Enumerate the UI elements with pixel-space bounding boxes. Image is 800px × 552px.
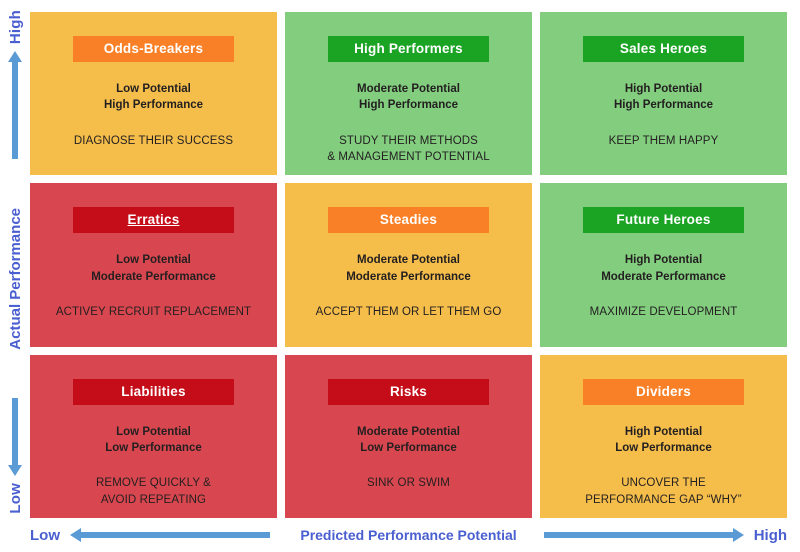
cell-potential: High Potential bbox=[624, 254, 703, 267]
cell-potential: Low Potential bbox=[116, 425, 191, 438]
cell-action: REMOVE QUICKLY & AVOID REPEATING bbox=[96, 475, 211, 508]
y-axis-high-label: High bbox=[6, 10, 24, 45]
y-axis-title-group: Actual Performance bbox=[7, 208, 24, 350]
cell-performance: Low Performance bbox=[615, 441, 712, 454]
arrow-up-icon bbox=[8, 51, 22, 160]
y-axis-low-label: Low bbox=[6, 483, 24, 514]
y-axis-title: Actual Performance bbox=[6, 207, 24, 350]
x-axis-low-group: Low bbox=[30, 527, 286, 544]
cell-potential: Moderate Potential bbox=[357, 425, 460, 438]
cell-performance: High Performance bbox=[358, 99, 459, 112]
cell-action-line: SINK OR SWIM bbox=[367, 477, 450, 490]
cell-title-chip: Dividers bbox=[583, 378, 744, 405]
x-axis-high-group: High bbox=[531, 527, 787, 544]
cell-action: SINK OR SWIM bbox=[367, 475, 450, 491]
cell-performance: Low Performance bbox=[105, 441, 202, 454]
x-axis: Low Predicted Performance Potential High bbox=[30, 518, 787, 552]
cell-title-chip: Steadies bbox=[328, 207, 489, 234]
cell-potential: Moderate Potential bbox=[357, 83, 460, 95]
cell-performance: Moderate Performance bbox=[346, 270, 471, 283]
cell-action-line: ACCEPT THEM OR LET THEM GO bbox=[315, 305, 502, 318]
arrow-down-icon bbox=[8, 398, 22, 477]
cell-title-chip: Odds-Breakers bbox=[73, 36, 234, 62]
arrow-left-icon bbox=[70, 528, 270, 542]
y-axis-high-group: High bbox=[7, 0, 24, 166]
x-axis-title: Predicted Performance Potential bbox=[300, 527, 517, 543]
cell-title-chip: Liabilities bbox=[73, 378, 234, 405]
cell-action-line: MAXIMIZE DEVELOPMENT bbox=[589, 305, 738, 318]
cell-action-line: REMOVE QUICKLY & bbox=[96, 477, 211, 490]
cell-title-chip: Risks bbox=[328, 378, 489, 405]
cell-action: ACCEPT THEM OR LET THEM GO bbox=[316, 304, 502, 320]
cell-potential: Low Potential bbox=[116, 254, 191, 267]
cell-potential: Moderate Potential bbox=[357, 254, 460, 267]
y-axis: High Actual Performance Low bbox=[0, 0, 30, 518]
x-axis-high-label: High bbox=[753, 526, 788, 544]
cell-action: DIAGNOSE THEIR SUCCESS bbox=[74, 133, 233, 149]
cell-performance: Moderate Performance bbox=[601, 270, 726, 283]
cell-title-chip: Erratics bbox=[73, 207, 234, 234]
cell-action-line: DIAGNOSE THEIR SUCCESS bbox=[73, 134, 234, 147]
cell-title-chip: High Performers bbox=[328, 36, 489, 62]
cell-performance: High Performance bbox=[613, 99, 714, 112]
cell-action: KEEP THEM HAPPY bbox=[609, 133, 719, 149]
cell-title-chip: Sales Heroes bbox=[583, 36, 744, 62]
cell-action-line: PERFORMANCE GAP “WHY” bbox=[585, 493, 742, 506]
cell-performance: High Performance bbox=[103, 99, 204, 112]
y-axis-low-group: Low bbox=[7, 391, 24, 518]
cell-action: MAXIMIZE DEVELOPMENT bbox=[590, 304, 738, 320]
cell-action-line: KEEP THEM HAPPY bbox=[608, 134, 719, 147]
cell-potential: High Potential bbox=[624, 425, 703, 438]
cell-performance: Moderate Performance bbox=[91, 270, 216, 283]
cell-action-line: STUDY THEIR METHODS bbox=[339, 134, 478, 147]
cell-title-chip: Future Heroes bbox=[583, 207, 744, 234]
cell-action: STUDY THEIR METHODS & MANAGEMENT POTENTIA… bbox=[327, 133, 489, 166]
cell-performance: Low Performance bbox=[360, 441, 457, 454]
cell-action-line: AVOID REPEATING bbox=[100, 493, 207, 506]
cell-action-line: & MANAGEMENT POTENTIAL bbox=[327, 150, 490, 163]
cell-action-line: UNCOVER THE bbox=[621, 477, 706, 490]
cell-action: ACTIVEY RECRUIT REPLACEMENT bbox=[56, 304, 251, 320]
cell-action-line: ACTIVEY RECRUIT REPLACEMENT bbox=[55, 305, 252, 318]
cell-potential: High Potential bbox=[624, 83, 703, 95]
cell-potential: Low Potential bbox=[116, 83, 191, 95]
cell-action: UNCOVER THE PERFORMANCE GAP “WHY” bbox=[585, 475, 742, 508]
arrow-right-icon bbox=[543, 528, 744, 542]
x-axis-low-label: Low bbox=[30, 526, 60, 544]
